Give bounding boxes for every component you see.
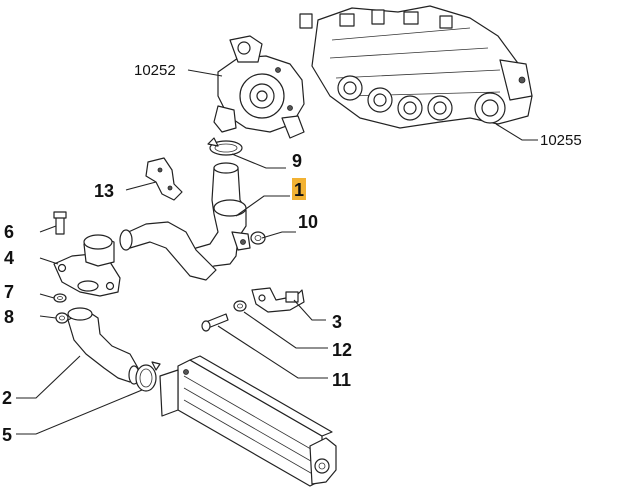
engine-manifold — [299, 5, 533, 129]
callout-1: 1 — [294, 180, 304, 200]
callout-8: 8 — [4, 307, 14, 327]
callout-9: 9 — [292, 151, 302, 171]
callout-10255: 10255 — [540, 132, 582, 149]
leader-11 — [217, 325, 328, 379]
leader-9 — [231, 153, 286, 169]
callout-11: 11 — [332, 370, 351, 390]
screw-6 — [53, 211, 67, 235]
leader-4 — [39, 257, 59, 265]
leader-10252 — [187, 69, 223, 77]
leader-10255 — [495, 123, 538, 141]
leader-5 — [16, 389, 143, 435]
leader-12 — [243, 311, 328, 349]
elbow-fitting-4 — [53, 234, 121, 297]
leader-13 — [125, 181, 157, 191]
leader-2 — [16, 355, 81, 399]
callout-12: 12 — [332, 340, 352, 360]
callout-4: 4 — [4, 248, 14, 268]
hose-clamp-9 — [207, 137, 243, 156]
callout-10252: 10252 — [134, 62, 176, 79]
intercooler — [159, 355, 337, 487]
callout-5: 5 — [2, 425, 12, 445]
nut-8 — [55, 312, 69, 324]
bracket-3 — [251, 287, 305, 313]
washer-12 — [233, 300, 247, 312]
leader-8 — [39, 315, 57, 319]
callout-10: 10 — [298, 212, 318, 232]
sensor-13 — [145, 157, 183, 201]
callout-7: 7 — [4, 282, 14, 302]
intake-hose — [119, 221, 217, 281]
callout-13: 13 — [94, 181, 114, 201]
callout-labels: 10252 10255 9 1 13 10 6 4 7 8 3 12 11 2 … — [2, 62, 582, 445]
bolt-11 — [201, 313, 229, 332]
callout-2: 2 — [2, 388, 12, 408]
intercooler-hose-2 — [67, 307, 140, 385]
callout-3: 3 — [332, 312, 342, 332]
callout-1-highlight — [292, 178, 306, 200]
leader-lines — [16, 69, 538, 435]
leader-1 — [235, 195, 290, 217]
leader-6 — [39, 225, 57, 233]
intake-pipe-1 — [187, 162, 251, 273]
turbocharger — [213, 35, 305, 139]
callout-6: 6 — [4, 222, 14, 242]
hose-clamp-5 — [135, 361, 161, 392]
nut-10 — [250, 231, 266, 245]
washer-7 — [53, 293, 67, 303]
leader-3 — [293, 299, 326, 321]
leader-10 — [261, 231, 296, 239]
leader-7 — [39, 293, 55, 299]
